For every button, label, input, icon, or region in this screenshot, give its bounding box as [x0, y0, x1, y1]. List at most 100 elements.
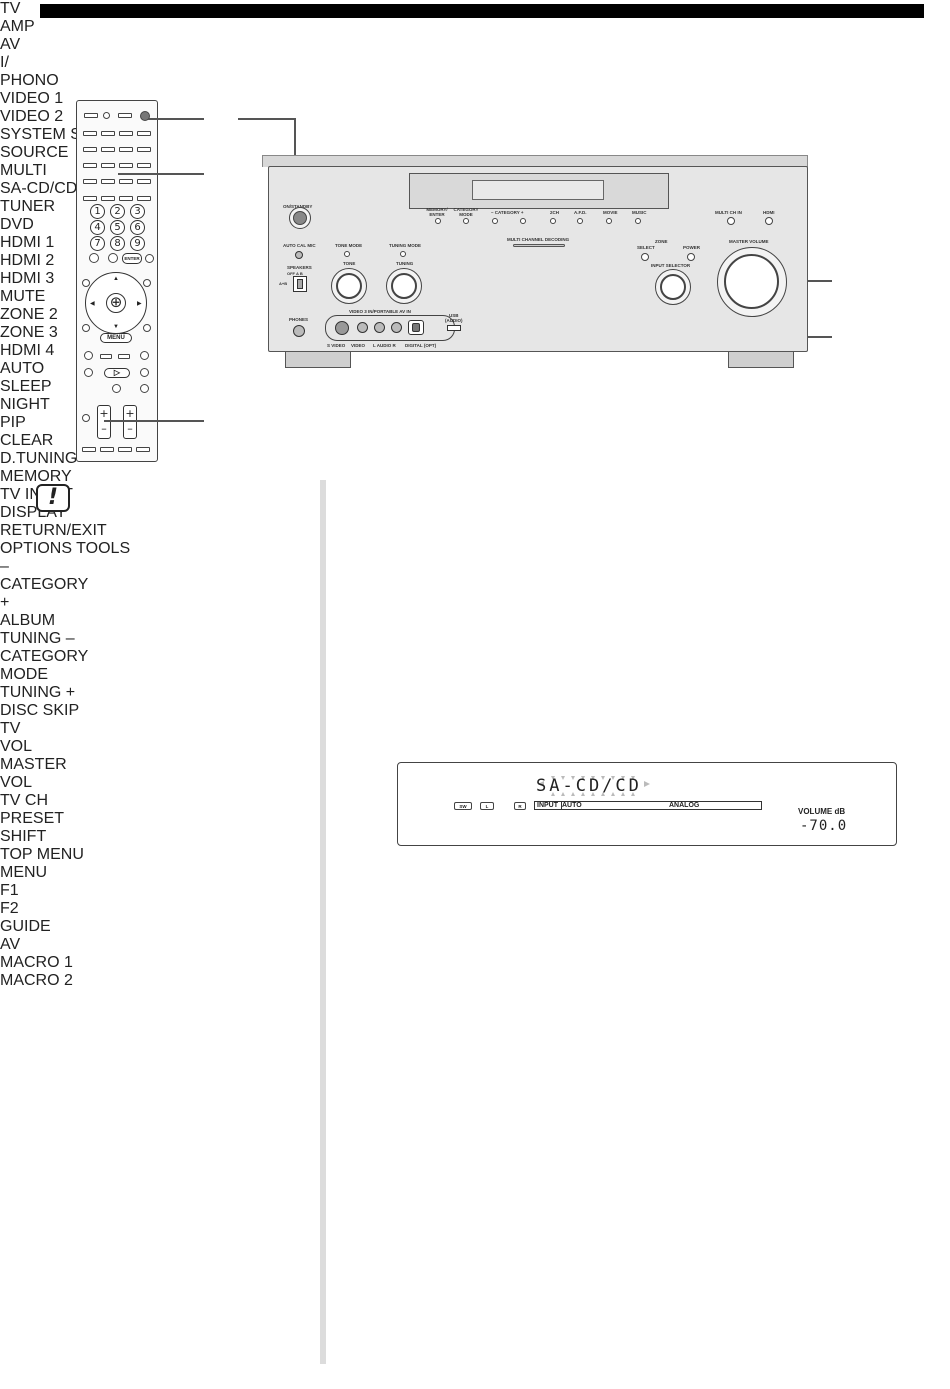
remote-num-9[interactable]: 9 [130, 236, 145, 251]
remote-clear-button[interactable] [89, 253, 99, 263]
remote-hdmi3-button[interactable] [137, 163, 151, 168]
remote-zero-button[interactable] [108, 253, 118, 263]
rx-speakers-switch[interactable] [293, 276, 307, 292]
remote-multi-button[interactable] [101, 147, 115, 152]
dpad-down-icon[interactable]: ▼ [113, 324, 119, 330]
callout-line-power [148, 118, 204, 120]
remote-category-minus-button[interactable] [100, 354, 112, 359]
rx-zone-select-button[interactable] [641, 253, 649, 261]
remote-enter-button[interactable]: ENTER [122, 253, 142, 264]
remote-topmenu-button[interactable] [82, 447, 96, 452]
remote-num-4[interactable]: 4 [90, 220, 105, 235]
remote-num-1[interactable]: 1 [90, 204, 105, 219]
remote-num-7[interactable]: 7 [90, 236, 105, 251]
rx-svideo-jack[interactable] [335, 321, 349, 335]
remote-dpad[interactable]: ▲ ▼ ◀ ▶ ⊕ [85, 272, 147, 334]
remote-source-button[interactable] [83, 147, 97, 152]
remote-category-plus-button[interactable] [118, 354, 130, 359]
remote-num-2[interactable]: 2 [110, 204, 125, 219]
remote-av-button[interactable] [118, 113, 132, 118]
remote-prev-button[interactable] [84, 351, 93, 360]
rx-tuning-mode-button[interactable] [400, 251, 406, 257]
remote-num-8[interactable]: 8 [110, 236, 125, 251]
remote-sleep-button[interactable] [101, 196, 115, 201]
remote-phono-button[interactable] [83, 131, 97, 136]
dpad-right-icon[interactable]: ▶ [137, 301, 142, 307]
remote-num-5[interactable]: 5 [110, 220, 125, 235]
rx-tuning-knob[interactable] [386, 268, 422, 304]
rx-2ch-button[interactable] [550, 218, 556, 224]
rx-auto-cal-mic-jack[interactable] [295, 251, 303, 259]
remote-stop-button[interactable] [112, 384, 121, 393]
rx-afd-button[interactable] [577, 218, 583, 224]
receiver-front-panel: ON/STANDBY MEMORY/ ENTER CATEGORY MODE –… [268, 166, 808, 352]
remote-hdmi2-button[interactable] [119, 163, 133, 168]
rx-category-mode-label: CATEGORY MODE [453, 207, 479, 217]
remote-f1-button[interactable] [118, 447, 132, 452]
rx-usb-port[interactable] [447, 325, 461, 331]
remote-tvch-label: TV CH [0, 792, 48, 809]
remote-zone3-button[interactable] [119, 179, 133, 184]
remote-ff-button[interactable] [140, 368, 149, 377]
remote-mute-button[interactable] [83, 179, 97, 184]
rx-memory-enter-button[interactable] [435, 218, 441, 224]
rx-multi-ch-in-button[interactable] [727, 217, 735, 225]
rx-category-plus-button[interactable] [520, 218, 526, 224]
rx-on-standby-button[interactable] [289, 207, 311, 229]
rx-category-mode-button[interactable] [463, 218, 469, 224]
preset-minus-icon: – [127, 422, 133, 435]
remote-amp-button[interactable] [103, 112, 110, 119]
remote-pip-button[interactable] [137, 196, 151, 201]
remote-next-button[interactable] [140, 351, 149, 360]
remote-sacd-button[interactable] [119, 147, 133, 152]
rx-hdmi-button[interactable] [765, 217, 773, 225]
remote-night-button[interactable] [119, 196, 133, 201]
remote-preset-rocker[interactable]: +– [123, 405, 137, 439]
rx-audio-l-jack[interactable] [374, 322, 385, 333]
remote-hdmi1-button[interactable] [101, 163, 115, 168]
dpad-enter-icon[interactable]: ⊕ [106, 293, 126, 313]
remote-system-standby-button[interactable] [137, 131, 151, 136]
remote-num-3[interactable]: 3 [130, 204, 145, 219]
remote-tv-input-button[interactable] [82, 279, 90, 287]
remote-display-button[interactable] [143, 279, 151, 287]
remote-power-button[interactable] [140, 111, 150, 121]
remote-menu2-button[interactable] [100, 447, 114, 452]
remote-pause-button[interactable] [140, 384, 149, 393]
remote-tuner-button[interactable] [137, 147, 151, 152]
remote-zone2-label: ZONE 2 [0, 306, 58, 323]
remote-video1-button[interactable] [101, 131, 115, 136]
remote-tv-button[interactable] [84, 113, 98, 118]
remote-master-vol-rocker[interactable]: +– [97, 405, 111, 439]
dpad-left-icon[interactable]: ◀ [90, 301, 95, 307]
rx-tone-mode-label: TONE MODE [335, 243, 363, 248]
rx-category-minus-button[interactable] [492, 218, 498, 224]
remote-dvd-button[interactable] [83, 163, 97, 168]
rx-input-selector-knob[interactable] [655, 269, 691, 305]
rx-master-volume-knob[interactable] [717, 247, 787, 317]
remote-auto-button[interactable] [83, 196, 97, 201]
rx-phones-jack[interactable] [293, 325, 305, 337]
remote-play-button[interactable]: ▷ [104, 368, 130, 378]
remote-memory-button[interactable] [145, 254, 154, 263]
remote-shift-button[interactable] [82, 414, 90, 422]
rx-movie-button[interactable] [606, 218, 612, 224]
remote-menu-button[interactable]: MENU [100, 333, 132, 343]
rx-music-button[interactable] [635, 218, 641, 224]
remote-rew-button[interactable] [84, 368, 93, 377]
remote-video2-button[interactable] [119, 131, 133, 136]
remote-hdmi4-button[interactable] [137, 179, 151, 184]
rx-tone-knob[interactable] [331, 268, 367, 304]
remote-options-button[interactable] [143, 324, 151, 332]
remote-zone2-button[interactable] [101, 179, 115, 184]
remote-return-button[interactable] [82, 324, 90, 332]
remote-num-6[interactable]: 6 [130, 220, 145, 235]
rx-digital-opt-jack[interactable] [408, 320, 424, 335]
remote-f2-button[interactable] [136, 447, 150, 452]
rx-video-jack[interactable] [357, 322, 368, 333]
dpad-up-icon[interactable]: ▲ [113, 276, 119, 282]
rx-tone-mode-button[interactable] [344, 251, 350, 257]
rx-zone-power-button[interactable] [687, 253, 695, 261]
rx-audio-r-jack[interactable] [391, 322, 402, 333]
rx-afd-label: A.F.D. [574, 210, 587, 215]
